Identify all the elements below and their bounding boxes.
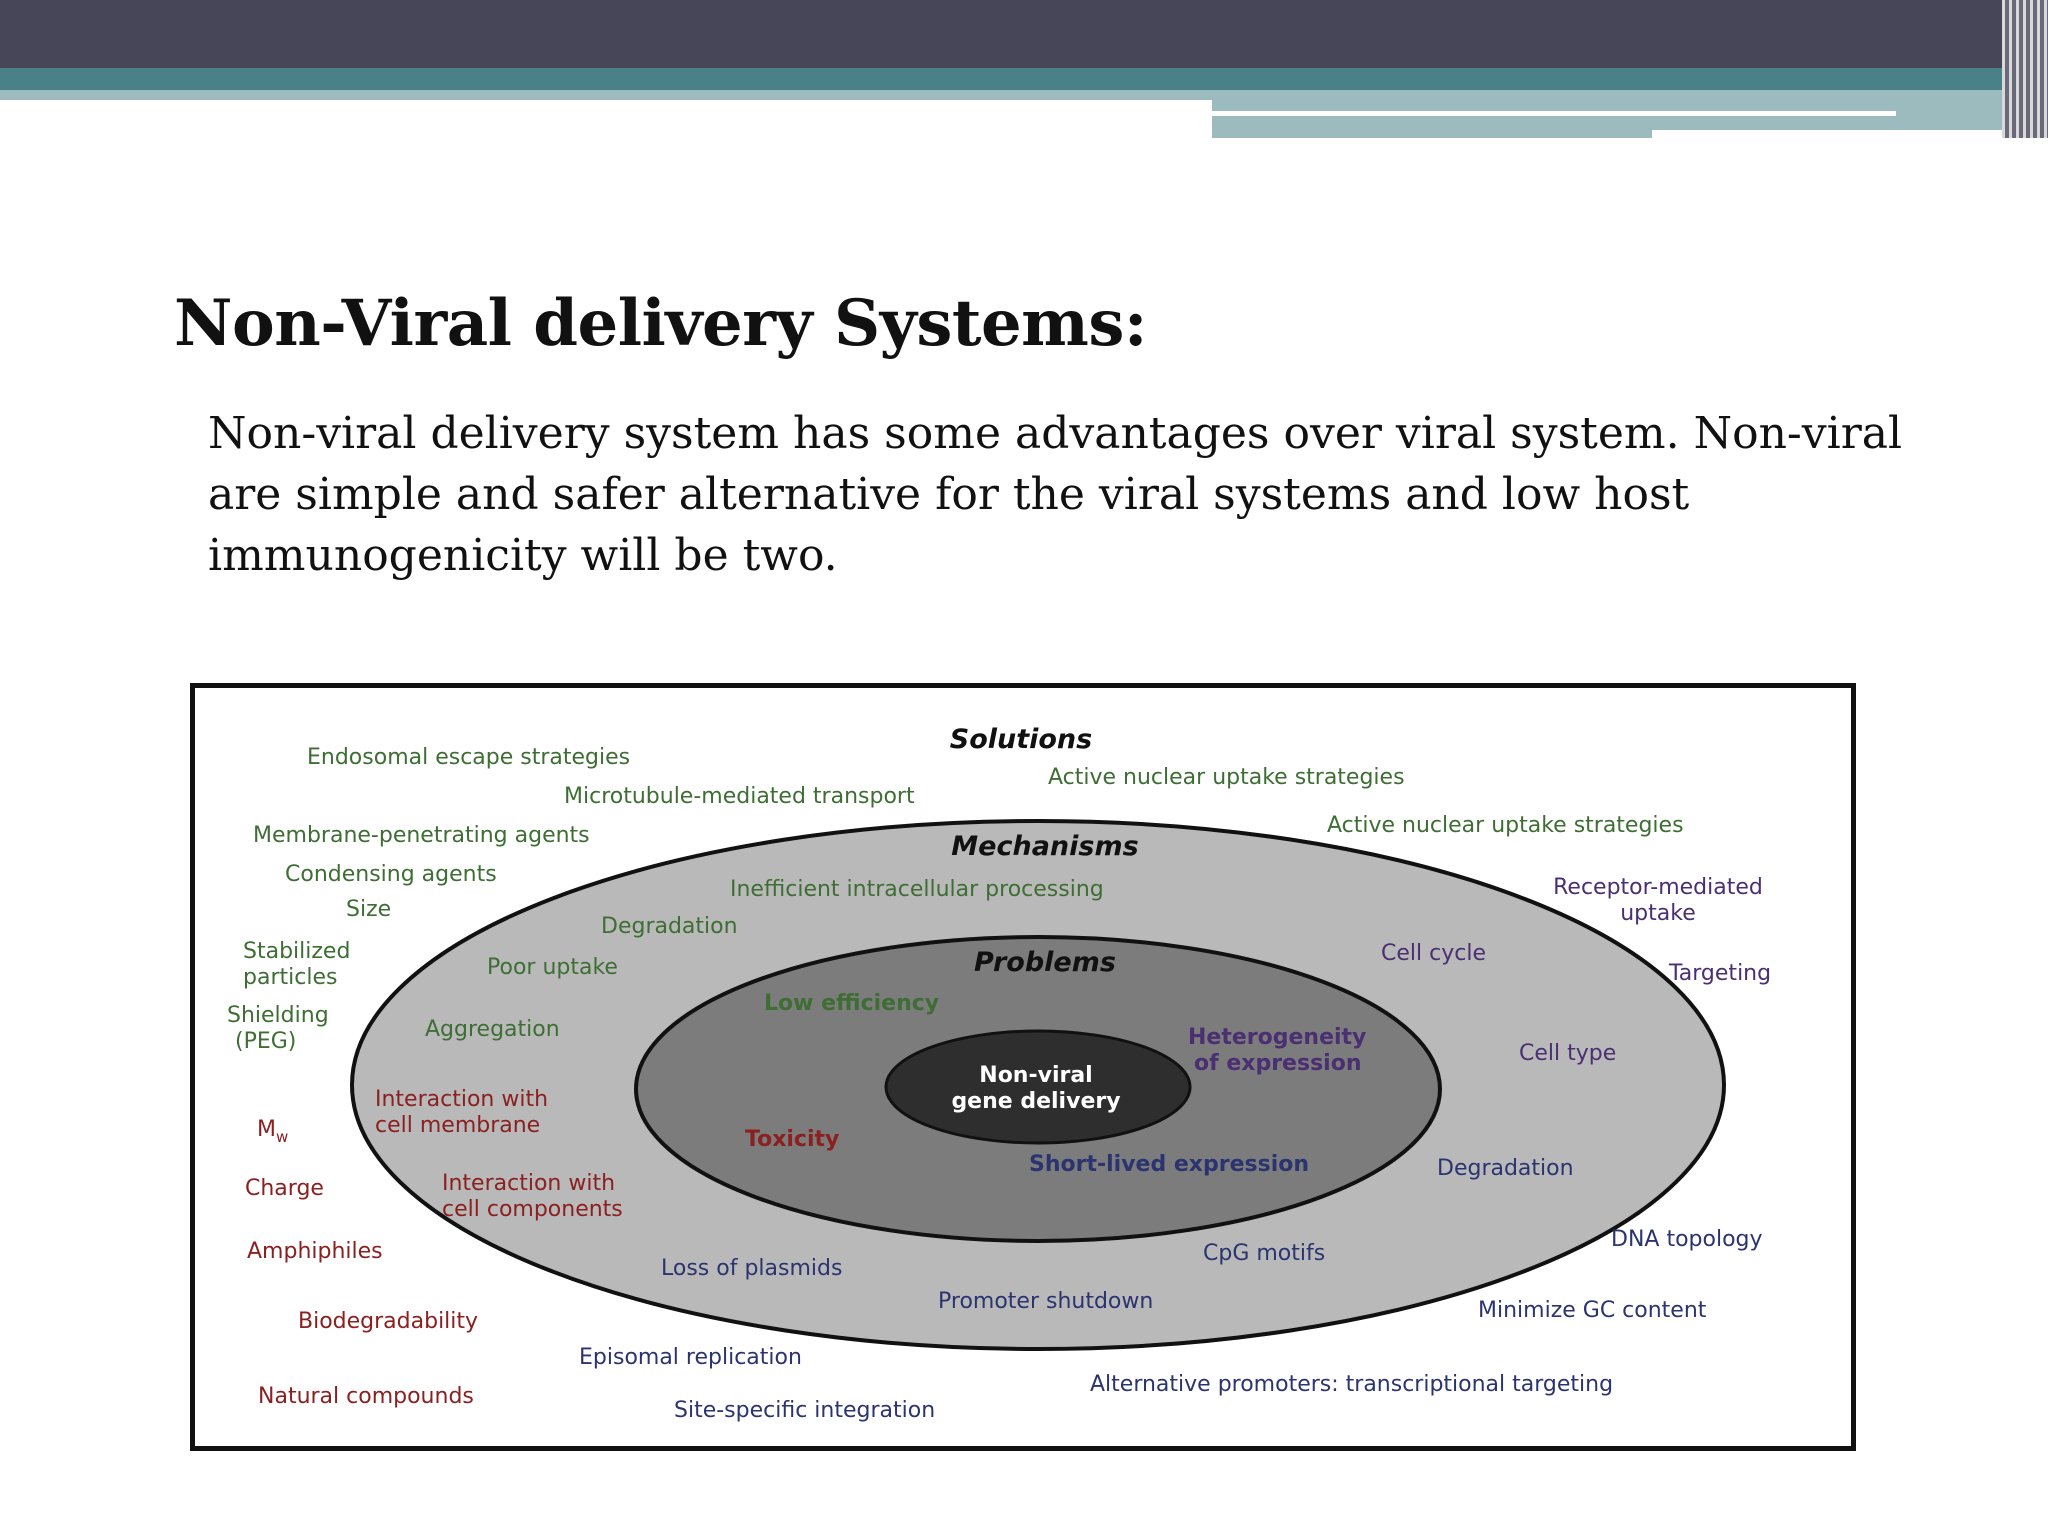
core-label-line2: gene delivery (951, 1089, 1120, 1114)
mech-cell-type: Cell type (1519, 1041, 1616, 1066)
problem-low-efficiency: Low efficiency (764, 991, 939, 1016)
sol-minimize-gc-content: Minimize GC content (1478, 1298, 1707, 1323)
header-stripes (2002, 0, 2048, 138)
header-accent-band (0, 68, 2048, 90)
sol-alternative-promoters: Alternative promoters: transcriptional t… (1090, 1372, 1613, 1397)
mech-interaction-components-line1: Interaction with (442, 1171, 615, 1196)
sol-receptor-mediated-line2: uptake (1620, 901, 1696, 926)
sol-size: Size (346, 897, 391, 922)
problem-toxicity: Toxicity (745, 1127, 839, 1152)
sol-microtubule-transport: Microtubule-mediated transport (564, 784, 915, 809)
header-accent-band-light (0, 90, 1212, 100)
header-divider-line (1652, 130, 2048, 138)
mech-interaction-components-line2: cell components (442, 1197, 623, 1222)
sol-natural-compounds: Natural compounds (258, 1384, 474, 1409)
sol-condensing-agents: Condensing agents (285, 862, 497, 887)
mech-interaction-membrane-line2: cell membrane (375, 1113, 540, 1138)
slide-body-text: Non-viral delivery system has some advan… (208, 408, 1903, 581)
sol-amphiphiles: Amphiphiles (247, 1239, 383, 1264)
problem-heterogeneity-line2: of expression (1194, 1051, 1361, 1076)
sol-stabilized-line2: particles (243, 965, 337, 990)
sol-shielding-line1: Shielding (227, 1003, 329, 1028)
sol-endosomal-escape: Endosomal escape strategies (307, 745, 630, 770)
mech-poor-uptake: Poor uptake (487, 955, 618, 980)
sol-active-nuclear-uptake-right: Active nuclear uptake strategies (1327, 813, 1684, 838)
header-divider-line (1212, 111, 1896, 116)
header-bar (0, 0, 2048, 68)
sol-episomal-replication: Episomal replication (579, 1345, 802, 1370)
sol-site-specific-integration: Site-specific integration (674, 1398, 935, 1423)
core-label-line1: Non-viral (979, 1063, 1092, 1088)
mech-interaction-membrane-line1: Interaction with (375, 1087, 548, 1112)
mech-promoter-shutdown: Promoter shutdown (938, 1289, 1153, 1314)
sol-membrane-penetrating-agents: Membrane-penetrating agents (253, 823, 590, 848)
sol-receptor-mediated-line1: Receptor-mediated (1553, 875, 1763, 900)
problems-header: Problems (974, 947, 1116, 978)
slide-title: Non-Viral delivery Systems: (174, 286, 1148, 361)
sol-dna-topology: DNA topology (1611, 1227, 1763, 1252)
problem-heterogeneity-line1: Heterogeneity (1188, 1025, 1366, 1050)
core-ellipse (884, 1029, 1192, 1145)
sol-shielding-line2: (PEG) (235, 1029, 296, 1054)
mech-aggregation: Aggregation (425, 1017, 560, 1042)
mech-degradation-top: Degradation (601, 914, 738, 939)
sol-biodegradability: Biodegradability (298, 1309, 478, 1334)
sol-charge: Charge (245, 1176, 324, 1201)
mech-loss-of-plasmids: Loss of plasmids (661, 1256, 842, 1281)
diagram-canvas: Solutions Mechanisms Problems Non-viral … (227, 724, 1771, 1423)
sol-active-nuclear-uptake-top: Active nuclear uptake strategies (1048, 765, 1405, 790)
mech-degradation-right: Degradation (1437, 1156, 1574, 1181)
sol-stabilized-line1: Stabilized (243, 939, 350, 964)
solutions-header: Solutions (950, 724, 1092, 755)
problem-short-lived-expression: Short-lived expression (1029, 1152, 1309, 1177)
mech-inefficient-processing: Inefficient intracellular processing (730, 877, 1104, 902)
sol-molecular-weight: Mw (257, 1117, 288, 1146)
mechanisms-header: Mechanisms (951, 831, 1138, 862)
sol-targeting: Targeting (1668, 961, 1771, 986)
gene-delivery-diagram: Solutions Mechanisms Problems Non-viral … (190, 683, 1856, 1451)
mech-cpg-motifs: CpG motifs (1203, 1241, 1325, 1266)
mech-cell-cycle: Cell cycle (1381, 941, 1486, 966)
